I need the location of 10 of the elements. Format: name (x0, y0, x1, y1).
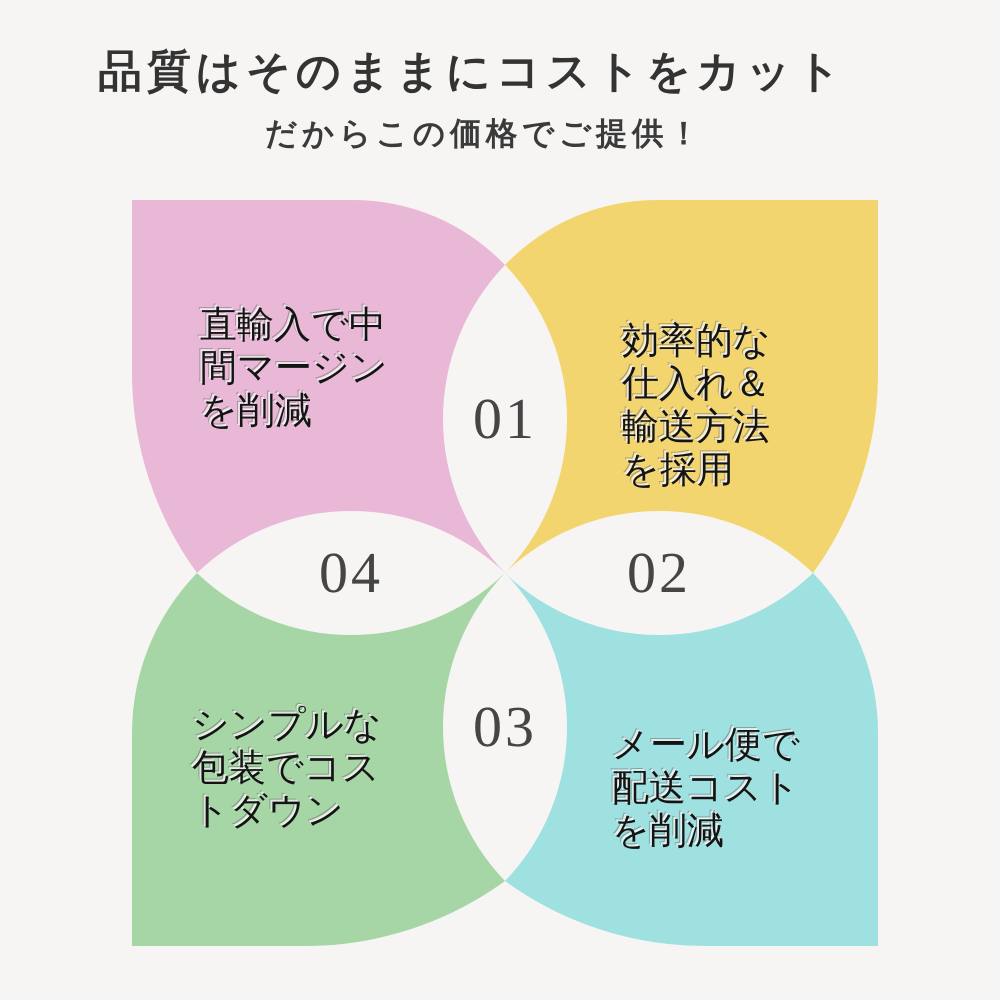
step-number: 01 (473, 389, 537, 449)
step-number: 02 (627, 543, 691, 603)
subtitle: だからこの価格でご提供！ (265, 116, 704, 152)
step-number: 03 (473, 697, 537, 757)
step-number: 04 (319, 543, 383, 603)
petal-text: シンプルな包装でコストダウン (192, 703, 383, 832)
petal-text: 直輸入で中間マージンを削減 (200, 303, 389, 432)
title: 品質はそのままにコストをカット (98, 48, 846, 96)
petal-text: 効率的な仕入れ＆輸送方法を採用 (622, 319, 772, 491)
petal-text: メール便で配送コストを削減 (612, 723, 801, 852)
